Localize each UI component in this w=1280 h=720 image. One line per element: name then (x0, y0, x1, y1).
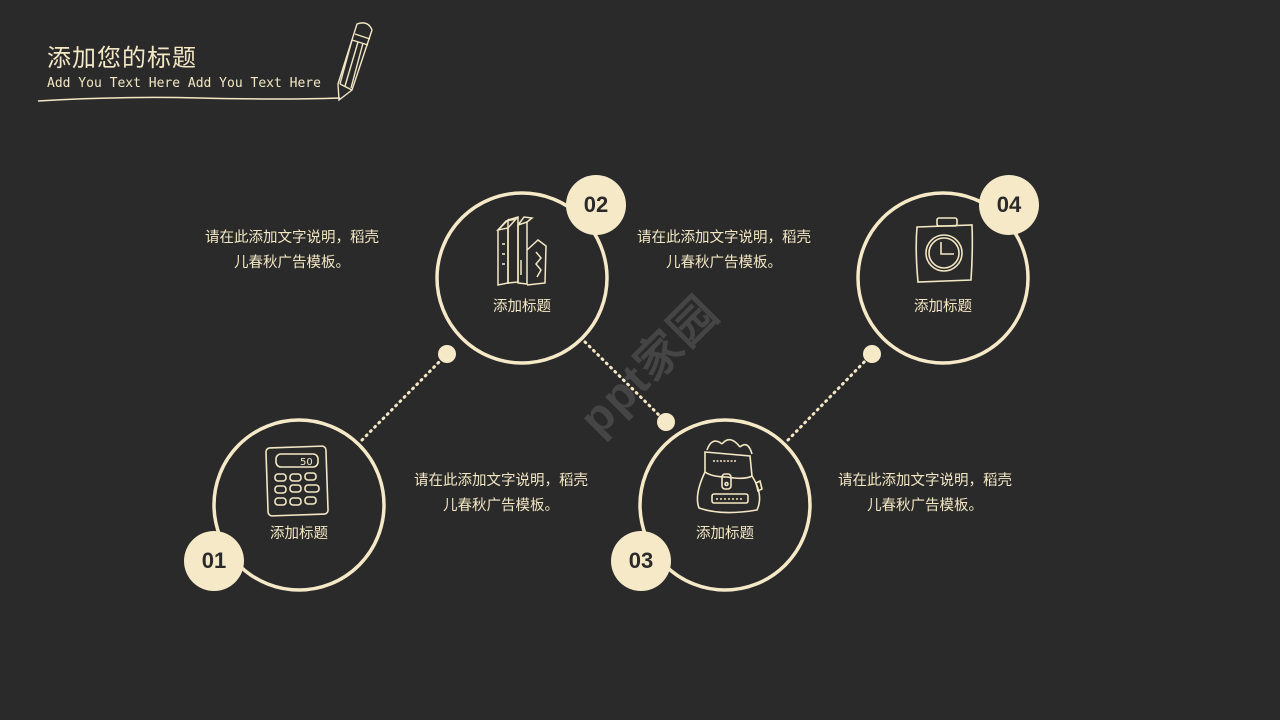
connector-dot (863, 345, 881, 363)
step-label-1: 添加标题 (270, 526, 328, 542)
step-badge-1: 01 (184, 531, 244, 591)
desc-line: 请在此添加文字说明，稻壳 (205, 230, 379, 246)
step-label-4: 添加标题 (914, 299, 972, 315)
connector-1-2 (360, 352, 449, 442)
step-label-3: 添加标题 (696, 526, 754, 542)
step-label-2: 添加标题 (493, 299, 551, 315)
title-underline (37, 96, 341, 102)
step-ring-4 (856, 191, 1030, 365)
step-badge-4: 04 (979, 175, 1039, 235)
backpack-icon (696, 438, 763, 514)
step-ring-2 (435, 191, 609, 365)
step-description-1: 请在此添加文字说明，稻壳 儿春秋广告模板。 (391, 469, 611, 519)
connector-dot (657, 413, 675, 431)
desc-line: 请在此添加文字说明，稻壳 (414, 473, 588, 489)
step-description-2-left: 请在此添加文字说明，稻壳 儿春秋广告模板。 (182, 226, 402, 276)
pencil-icon (337, 22, 373, 102)
page-title: 添加您的标题 (47, 44, 197, 72)
connector-dot (438, 345, 456, 363)
connector-3-4 (786, 352, 874, 442)
books-icon (495, 215, 547, 286)
step-badge-3: 03 (611, 531, 671, 591)
svg-text:50: 50 (300, 457, 313, 468)
step-ring-3 (638, 418, 812, 592)
page-subtitle: Add You Text Here Add You Text Here (47, 76, 321, 91)
connector-2-3 (583, 340, 668, 424)
step-ring-1 (212, 418, 386, 592)
calculator-icon: 50 (265, 445, 329, 517)
desc-line: 儿春秋广告模板。 (867, 498, 983, 514)
step-badge-2: 02 (566, 175, 626, 235)
desc-line: 儿春秋广告模板。 (666, 255, 782, 271)
connectors (360, 340, 874, 442)
desc-line: 儿春秋广告模板。 (234, 255, 350, 271)
step-description-3: 请在此添加文字说明，稻壳 儿春秋广告模板。 (815, 469, 1035, 519)
step-description-4-left: 请在此添加文字说明，稻壳 儿春秋广告模板。 (614, 226, 834, 276)
desc-line: 请在此添加文字说明，稻壳 (838, 473, 1012, 489)
desc-line: 请在此添加文字说明，稻壳 (637, 230, 811, 246)
desc-line: 儿春秋广告模板。 (443, 498, 559, 514)
clock-icon (915, 217, 974, 283)
